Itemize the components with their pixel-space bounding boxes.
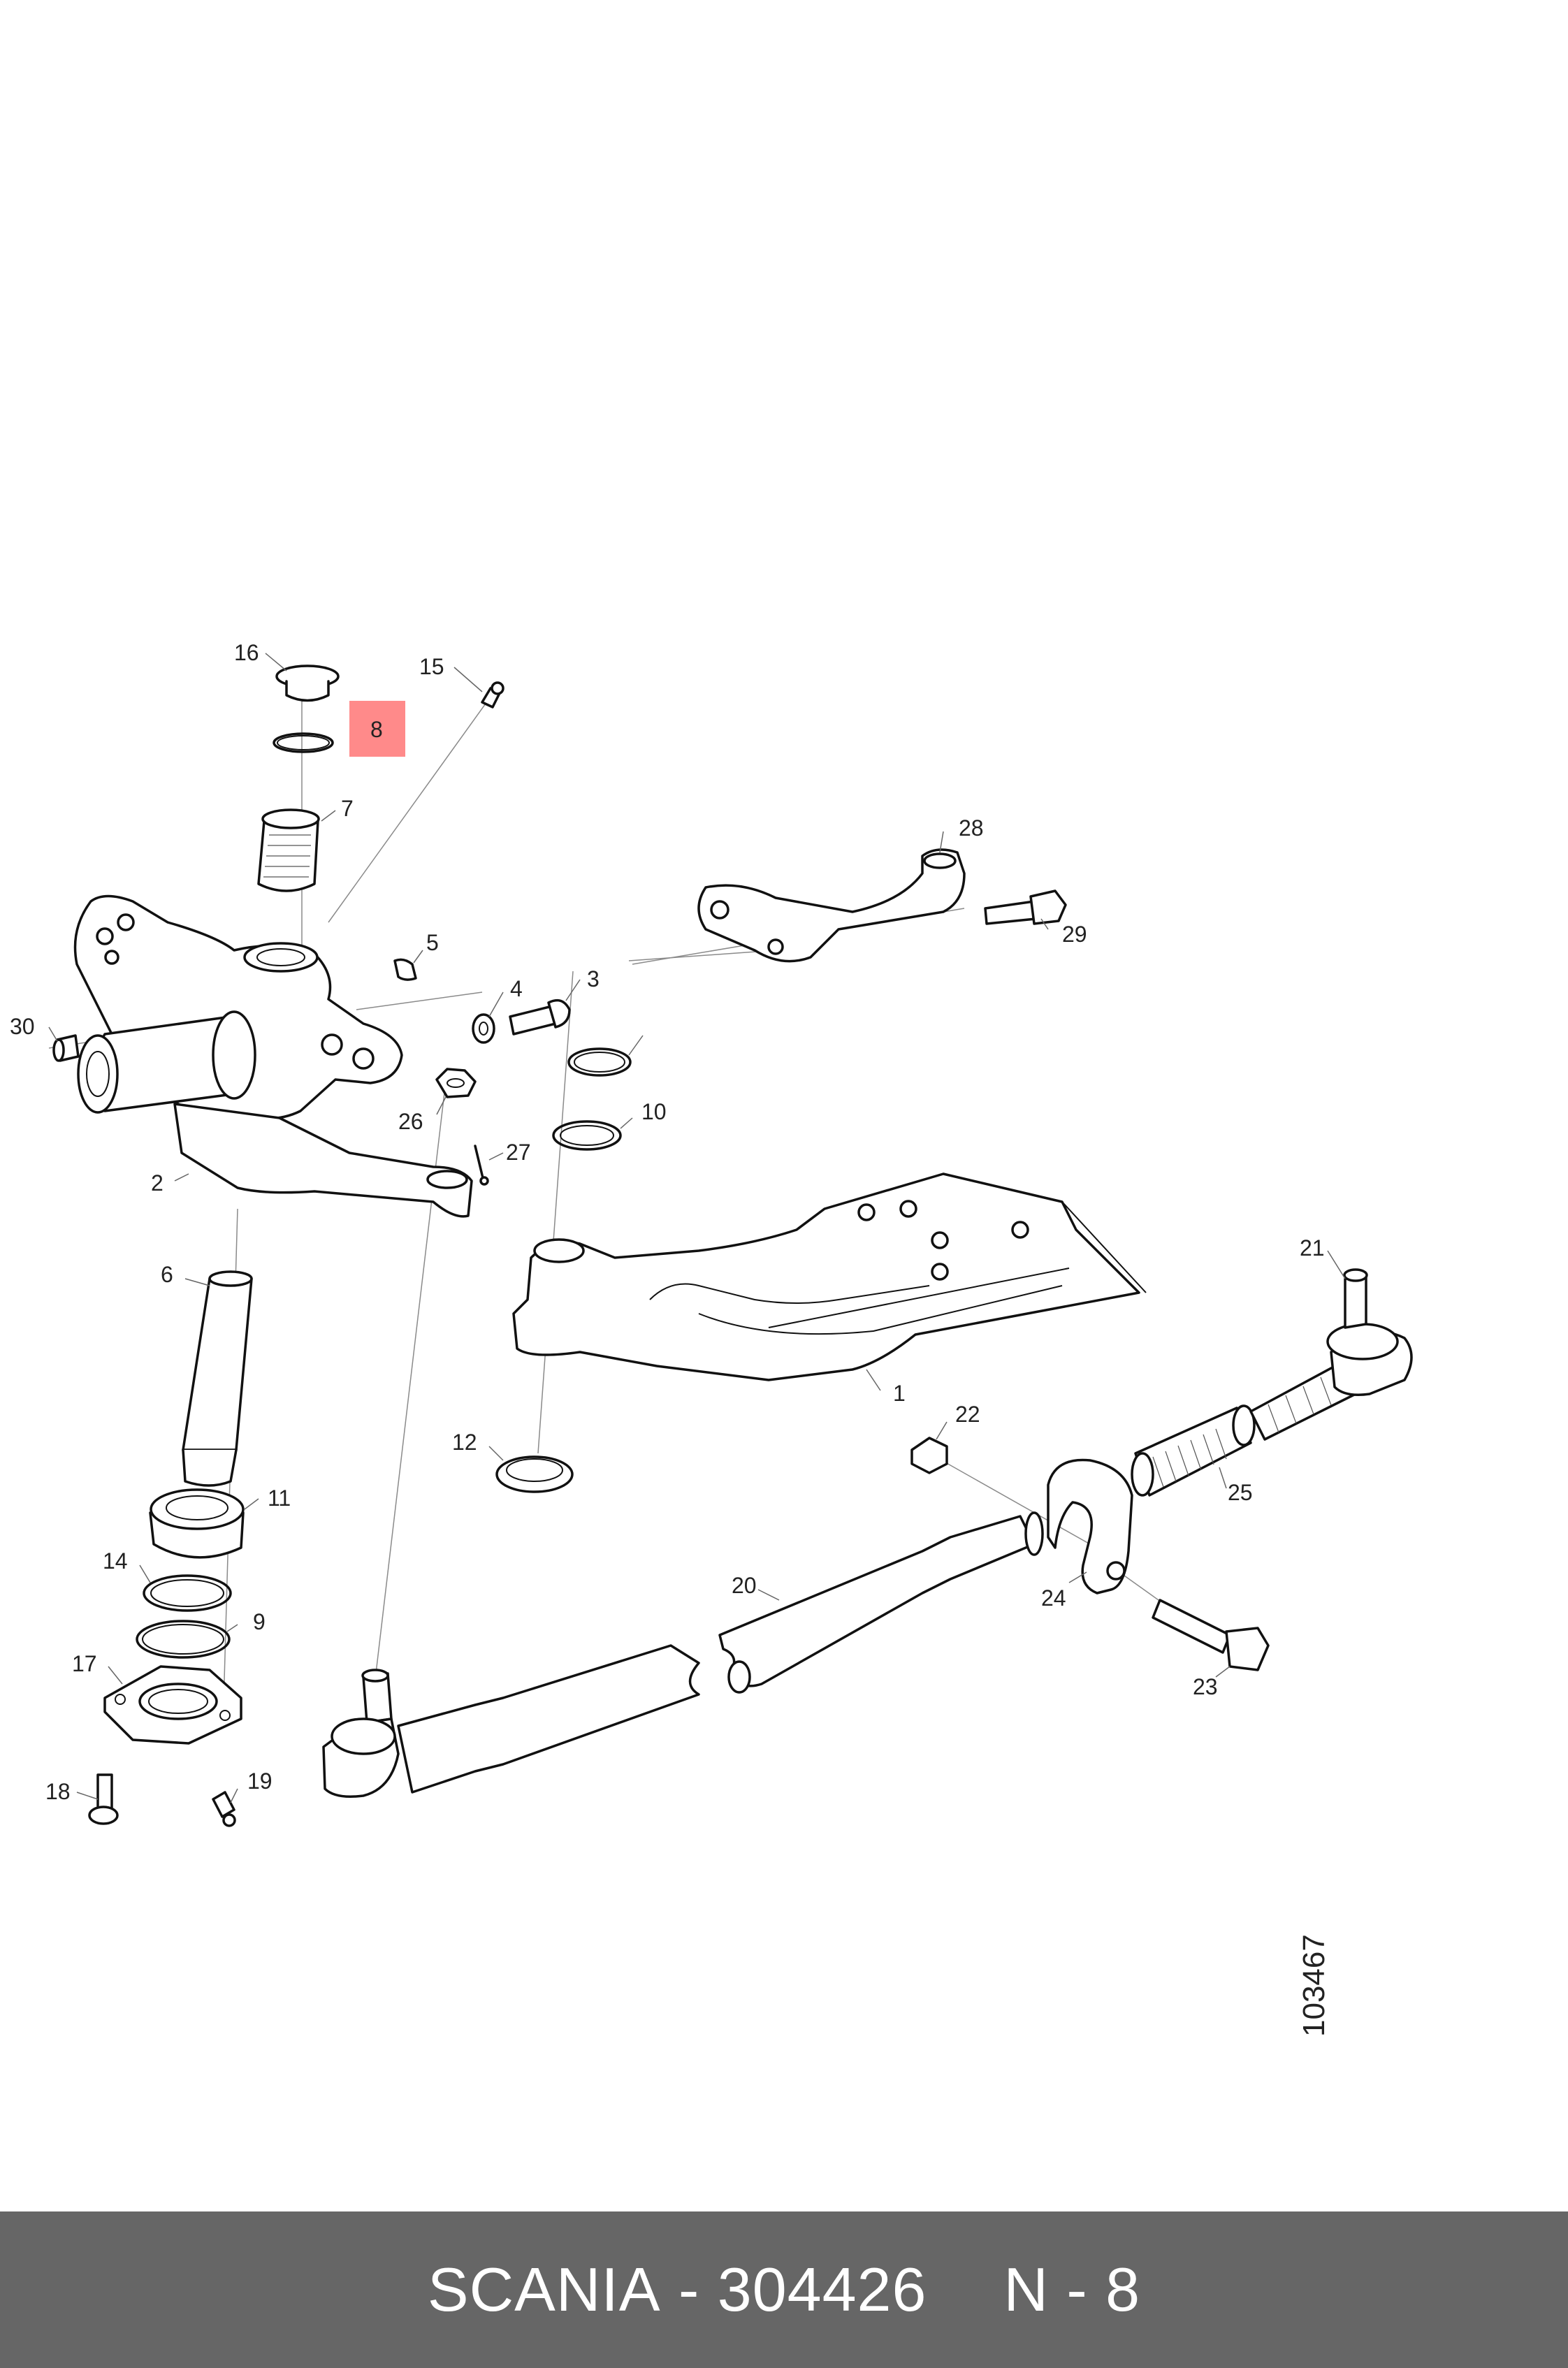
callout-16: 16 — [234, 640, 259, 665]
callout-20: 20 — [732, 1573, 757, 1598]
part-24-clamp[interactable] — [1047, 1458, 1133, 1595]
exploded-parts-diagram: 16 15 8 7 5 4 3 28 29 30 26 27 10 2 6 1 … — [10, 640, 1413, 2037]
part-17-cover-plate[interactable] — [103, 1665, 242, 1745]
callout-11: 11 — [268, 1486, 291, 1511]
callout-labels: 16 15 8 7 5 4 3 28 29 30 26 27 10 2 6 1 … — [10, 640, 1325, 1804]
part-1-axle-beam[interactable] — [512, 1172, 1147, 1381]
callout-6: 6 — [161, 1262, 173, 1287]
part-19-grease-nipple[interactable] — [212, 1791, 236, 1827]
part-14-ring[interactable] — [143, 1574, 232, 1612]
callout-28: 28 — [959, 815, 984, 841]
callout-1: 1 — [893, 1381, 906, 1406]
part-15-grease-nipple[interactable] — [481, 681, 504, 709]
steering-knuckle[interactable] — [73, 894, 403, 1120]
part-25-threaded-sleeve[interactable] — [1131, 1404, 1256, 1497]
part-16-cover[interactable] — [275, 664, 340, 702]
callout-25: 25 — [1228, 1480, 1253, 1505]
callout-26: 26 — [398, 1109, 423, 1134]
callout-22: 22 — [955, 1402, 980, 1427]
callout-8: 8 — [370, 717, 383, 742]
tie-rod-end-left[interactable] — [322, 1669, 400, 1798]
part-6-king-pin[interactable] — [182, 1270, 253, 1487]
part-9-ring[interactable] — [136, 1620, 231, 1659]
callout-30: 30 — [10, 1014, 35, 1039]
footer-position: N - 8 — [1003, 2255, 1141, 2324]
part-7-bushing[interactable] — [257, 808, 320, 892]
drawing-number: 103467 — [1297, 1934, 1331, 2037]
callout-17: 17 — [72, 1651, 97, 1676]
footer-separator: - — [678, 2255, 700, 2324]
footer-brand: SCANIA — [427, 2255, 661, 2324]
part-27-cotter-pin[interactable] — [474, 1145, 489, 1186]
footer-bar: SCANIA - 304426 N - 8 — [0, 2211, 1568, 2368]
part-26-castle-nut[interactable] — [435, 1068, 477, 1098]
part-2-steering-arm[interactable] — [173, 1103, 473, 1218]
callout-27: 27 — [506, 1140, 531, 1165]
callout-9: 9 — [253, 1609, 266, 1634]
part-28-lever[interactable] — [697, 848, 966, 963]
footer-part-number: 304426 — [717, 2255, 927, 2324]
callout-leaders — [48, 653, 1346, 1803]
part-22-nut[interactable] — [910, 1437, 948, 1474]
part-21-tie-rod-end-right[interactable] — [1249, 1268, 1413, 1441]
part-8-o-ring[interactable] — [273, 732, 334, 753]
callout-23: 23 — [1193, 1674, 1218, 1699]
part-3-bolt[interactable] — [509, 998, 571, 1036]
part-29-bolt[interactable] — [984, 889, 1067, 925]
callout-5: 5 — [426, 930, 439, 955]
part-5-clip[interactable] — [393, 958, 417, 981]
callout-14: 14 — [103, 1548, 128, 1574]
part-18-screw[interactable] — [88, 1773, 119, 1825]
part-20-tie-rod-tube[interactable] — [397, 1511, 1044, 1794]
callout-7: 7 — [341, 796, 354, 821]
callout-2: 2 — [151, 1170, 164, 1196]
callout-10: 10 — [641, 1099, 667, 1124]
callout-12: 12 — [452, 1430, 477, 1455]
highlight-box-part-8 — [349, 701, 405, 757]
callout-15: 15 — [419, 654, 444, 679]
part-11-bearing[interactable] — [149, 1488, 245, 1559]
part-12-seal[interactable] — [495, 1455, 574, 1493]
part-10-ring[interactable] — [552, 1047, 632, 1151]
callout-19: 19 — [247, 1768, 273, 1794]
callout-29: 29 — [1062, 922, 1087, 947]
callout-21: 21 — [1300, 1235, 1325, 1261]
callout-24: 24 — [1041, 1585, 1066, 1611]
callout-3: 3 — [587, 966, 600, 991]
callout-4: 4 — [510, 976, 523, 1001]
part-4-washer[interactable] — [472, 1013, 495, 1044]
callout-18: 18 — [45, 1779, 71, 1804]
part-23-bolt[interactable] — [1152, 1599, 1270, 1671]
part-30-plug[interactable] — [52, 1034, 80, 1062]
